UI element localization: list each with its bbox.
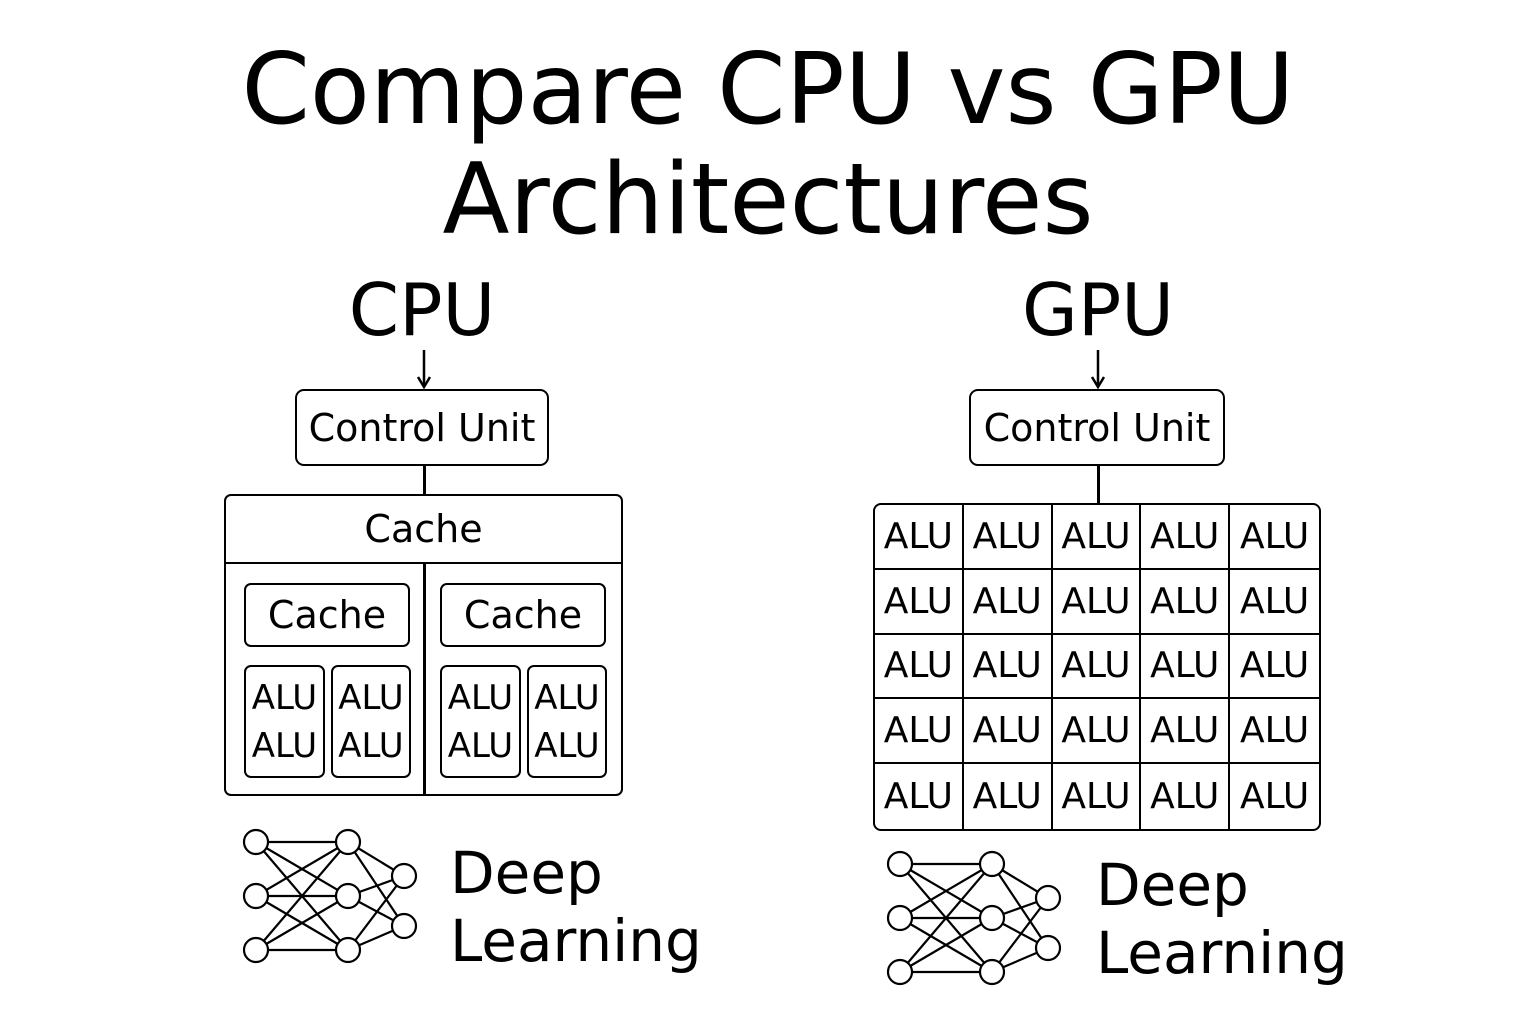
gpu-control-unit: Control Unit — [969, 389, 1225, 466]
cpu-core-1-cache: Cache — [244, 583, 410, 647]
gpu-alu-cell: ALU — [1052, 699, 1142, 765]
gpu-alu-cell: ALU — [875, 569, 964, 635]
cpu-footer-label-line-1: Deep — [450, 839, 603, 907]
page-title-line-1: Compare CPU vs GPU — [241, 33, 1295, 147]
gpu-alu-cell: ALU — [1230, 570, 1319, 635]
gpu-alu-cell: ALU — [875, 505, 964, 570]
gpu-alu-cell: ALU — [963, 569, 1053, 635]
gpu-alu-cell: ALU — [875, 764, 964, 829]
cpu-footer-label-line-2: Learning — [450, 907, 702, 975]
alu-label: ALU — [534, 725, 600, 766]
cpu-core-1-alu-unit-2: ALU ALU — [331, 665, 411, 778]
gpu-alu-cell: ALU — [1052, 569, 1142, 635]
gpu-alu-cell: ALU — [1141, 699, 1231, 765]
cpu-core-divider — [423, 563, 426, 795]
gpu-alu-cell: ALU — [1053, 764, 1142, 829]
cpu-core-2-alu-unit-2: ALU ALU — [527, 665, 607, 778]
page-title-line-2: Architectures — [442, 143, 1094, 257]
cpu-core-1-alu-unit-1: ALU ALU — [244, 665, 325, 778]
cpu-core-2-cache: Cache — [440, 583, 606, 647]
gpu-footer-label-line-1: Deep — [1096, 851, 1249, 919]
alu-label: ALU — [447, 725, 514, 766]
gpu-alu-cell: ALU — [1230, 635, 1319, 700]
alu-label: ALU — [251, 677, 318, 718]
gpu-arrow-icon — [1090, 350, 1106, 390]
alu-label: ALU — [447, 677, 514, 718]
gpu-alu-cell: ALU — [964, 764, 1053, 829]
gpu-alu-cell: ALU — [1230, 505, 1319, 570]
gpu-alu-cell: ALU — [1239, 776, 1310, 818]
gpu-alu-cell: ALU — [1230, 699, 1319, 765]
gpu-alu-cell: ALU — [875, 699, 964, 765]
alu-label: ALU — [338, 677, 404, 718]
cpu-heading: CPU — [348, 268, 496, 352]
alu-label: ALU — [251, 725, 318, 766]
gpu-alu-cell: ALU — [1141, 634, 1231, 700]
alu-label: ALU — [534, 677, 600, 718]
alu-label: ALU — [338, 725, 404, 766]
gpu-alu-cell: ALU — [963, 699, 1053, 765]
gpu-alu-cell: ALU — [1052, 505, 1142, 570]
gpu-alu-cell: ALU — [963, 505, 1053, 570]
neural-network-icon — [886, 850, 1062, 986]
cpu-control-unit: Control Unit — [295, 389, 549, 466]
cpu-connector — [423, 466, 426, 495]
cpu-shared-cache: Cache — [226, 496, 621, 564]
gpu-connector — [1097, 466, 1100, 504]
cpu-core-2-alu-unit-1: ALU ALU — [440, 665, 521, 778]
gpu-footer-label-line-2: Learning — [1096, 919, 1348, 987]
gpu-heading: GPU — [1022, 268, 1174, 352]
gpu-alu-cell: ALU — [875, 634, 964, 700]
gpu-alu-cell: ALU — [1141, 569, 1231, 635]
cpu-arrow-icon — [416, 350, 432, 390]
neural-network-icon — [242, 828, 418, 964]
gpu-alu-cell: ALU — [1141, 505, 1231, 570]
gpu-alu-cell: ALU — [1141, 764, 1231, 829]
gpu-alu-cell: ALU — [1052, 634, 1142, 700]
gpu-alu-cell: ALU — [963, 634, 1053, 700]
